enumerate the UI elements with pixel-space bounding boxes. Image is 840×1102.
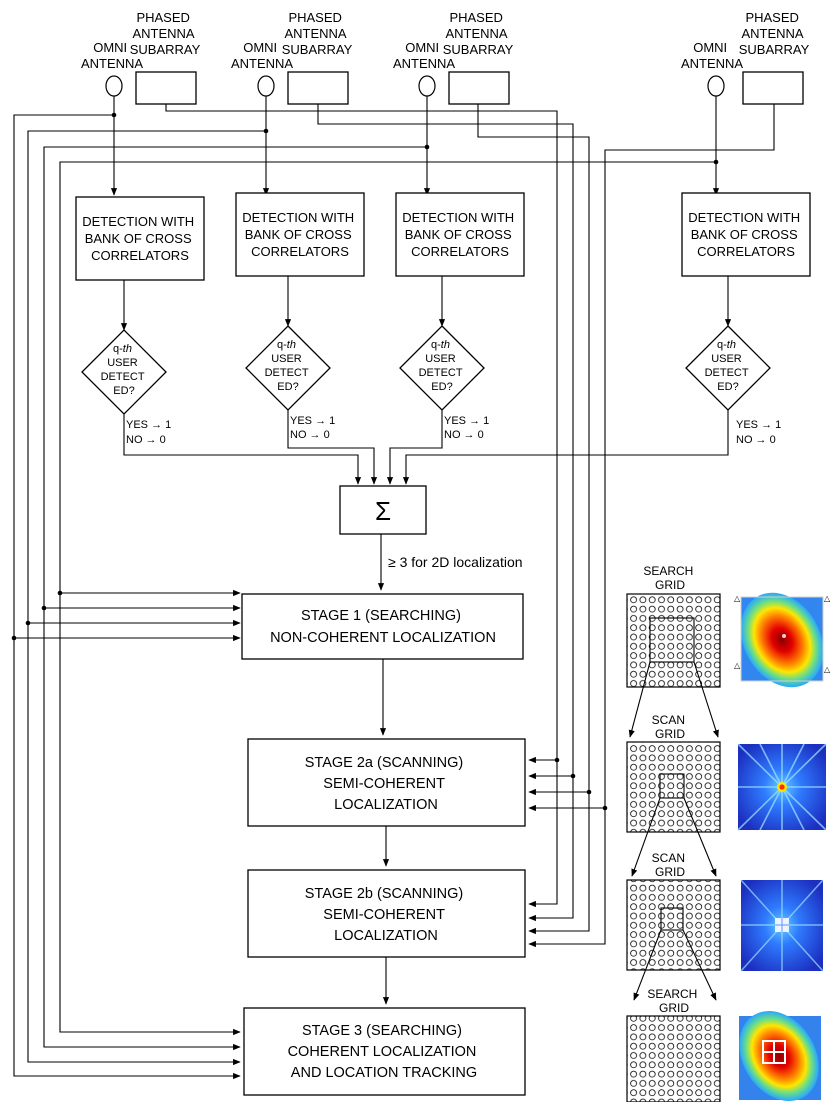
- decision-to-sum-wires: [123, 410, 729, 485]
- stage2b-block: STAGE 2b (SCANNING) SEMI-COHERENT LOCALI…: [247, 869, 526, 958]
- svg-text:DETECTION WITH BANK OF C: DETECTION WITH BANK OF CROSS CORRELATORS: [688, 210, 804, 259]
- stage2a-block: STAGE 2a (SCANNING) SEMI-COHERENT LOCALI…: [247, 738, 526, 827]
- search-grid-icon: [626, 1015, 721, 1102]
- decision-diamond-1: q-th USER DETECT ED?: [81, 329, 167, 415]
- grid-stage1: SEARCH GRID: [626, 564, 721, 738]
- detection-block-3: DETECTION WITH BANK OF CROSS CORRELATORS: [395, 192, 525, 277]
- svg-text:YES → 1: YES → 1: [736, 419, 781, 431]
- grid-stage2a: SCAN GRID: [626, 713, 721, 877]
- svg-text:YES → 1: YES → 1: [126, 419, 171, 431]
- svg-text:STAGE 1 (SEARCHING) NON-: STAGE 1 (SEARCHING) NON-COHERENT LOCALIZ…: [270, 608, 496, 646]
- decision-diamond-2: q-th USER DETECT ED?: [245, 325, 331, 411]
- omni-antenna-label: OMNI ANTENNA: [231, 40, 293, 71]
- stage3-block: STAGE 3 (SEARCHING) COHERENT LOCALIZATIO…: [243, 1007, 526, 1096]
- svg-text:DETECTION WITH BANK OF C: DETECTION WITH BANK OF CROSS CORRELATORS: [242, 210, 358, 259]
- svg-text:SCAN GRID: SCAN GRID: [652, 713, 689, 741]
- omni-antenna-icon: [257, 75, 275, 97]
- svg-text:YES → 1: YES → 1: [444, 415, 489, 427]
- yes-no-labels: YES → 1 NO → 0 YES → 1 NO → 0 YES → 1 NO…: [126, 415, 781, 446]
- svg-text:Σ: Σ: [375, 496, 391, 526]
- search-grid-icon: [626, 593, 721, 688]
- svg-text:STAGE 2b (SCANNING) SEMI: STAGE 2b (SCANNING) SEMI-COHERENT LOCALI…: [305, 886, 467, 944]
- svg-text:△: △: [824, 665, 831, 674]
- phased-antenna-subarray-icon: [135, 71, 197, 105]
- stage3-heatmap: [739, 1011, 821, 1101]
- svg-text:SCAN GRID: SCAN GRID: [652, 851, 689, 879]
- phased-antenna-label: PHASED ANTENNA SUBARRAY: [282, 10, 353, 57]
- omni-antenna-icon: [418, 75, 436, 97]
- svg-text:STAGE 2a (SCANNING) SEMI: STAGE 2a (SCANNING) SEMI-COHERENT LOCALI…: [305, 755, 467, 813]
- phased-bus-wires: [165, 104, 775, 948]
- scan-grid-icon: [626, 879, 721, 971]
- svg-text:DETECTION WITH BANK OF C: DETECTION WITH BANK OF CROSS CORRELATORS: [82, 214, 198, 263]
- antenna-column-3: OMNI ANTENNA PHASED ANTENNA SUBARRAY: [393, 10, 514, 105]
- svg-text:q-th USER DETECT: q-th USER DETECT ED?: [705, 339, 752, 393]
- phased-antenna-label: PHASED ANTENNA SUBARRAY: [443, 10, 514, 57]
- phased-antenna-subarray-icon: [287, 71, 349, 105]
- stage1-block: STAGE 1 (SEARCHING) NON-COHERENT LOCALIZ…: [241, 593, 524, 660]
- threshold-label: ≥ 3 for 2D localization: [388, 554, 523, 570]
- omni-antenna-icon: [707, 75, 725, 97]
- sum-block: Σ: [339, 485, 427, 535]
- svg-text:DETECTION WITH BANK OF C: DETECTION WITH BANK OF CROSS CORRELATORS: [402, 210, 518, 259]
- svg-text:△: △: [734, 594, 741, 603]
- svg-text:△: △: [824, 594, 831, 603]
- svg-text:q-th USER DETECT: q-th USER DETECT ED?: [101, 343, 148, 397]
- svg-text:q-th USER DETECT: q-th USER DETECT ED?: [419, 339, 466, 393]
- phased-antenna-subarray-icon: [742, 71, 804, 105]
- scan-grid-icon: [626, 741, 721, 833]
- phased-antenna-subarray-icon: [448, 71, 510, 105]
- decision-diamond-3: q-th USER DETECT ED?: [399, 325, 485, 411]
- svg-text:△: △: [734, 661, 741, 670]
- svg-text:NO → 0: NO → 0: [444, 429, 484, 441]
- decision-diamond-4: q-th USER DETECT ED?: [685, 325, 771, 411]
- stage1-heatmap: △ △ △ △: [734, 592, 831, 688]
- omni-antenna-label: OMNI ANTENNA: [393, 40, 455, 71]
- grid-stage2b: SCAN GRID: [626, 851, 721, 1001]
- omni-antenna-label: OMNI ANTENNA: [81, 40, 143, 71]
- phased-antenna-label: PHASED ANTENNA SUBARRAY: [130, 10, 201, 57]
- omni-antenna-icon: [105, 75, 123, 97]
- svg-text:NO → 0: NO → 0: [126, 434, 166, 446]
- detection-block-2: DETECTION WITH BANK OF CROSS CORRELATORS: [235, 192, 365, 277]
- svg-text:q-th USER DETECT: q-th USER DETECT ED?: [265, 339, 312, 393]
- antenna-column-4: OMNI ANTENNA PHASED ANTENNA SUBARRAY: [681, 10, 810, 105]
- stage2b-heatmap: [740, 879, 824, 972]
- omni-bus-wires: [11, 96, 720, 1080]
- detection-block-4: DETECTION WITH BANK OF CROSS CORRELATORS: [681, 192, 811, 277]
- stage2a-heatmap: [737, 743, 827, 831]
- phased-antenna-label: PHASED ANTENNA SUBARRAY: [739, 10, 810, 57]
- antenna-column-2: OMNI ANTENNA PHASED ANTENNA SUBARRAY: [231, 10, 353, 105]
- omni-antenna-label: OMNI ANTENNA: [681, 40, 743, 71]
- svg-text:NO → 0: NO → 0: [290, 429, 330, 441]
- antenna-column-1: OMNI ANTENNA PHASED ANTENNA SUBARRAY: [81, 10, 201, 105]
- svg-text:NO → 0: NO → 0: [736, 434, 776, 446]
- detection-block-1: DETECTION WITH BANK OF CROSS CORRELATORS: [75, 196, 205, 281]
- svg-text:SEARCH GRID: SEARCH GRID: [647, 987, 700, 1015]
- svg-text:SEARCH GRID: SEARCH GRID: [643, 564, 696, 592]
- svg-text:YES → 1: YES → 1: [290, 415, 335, 427]
- svg-text:STAGE 3 (SEARCHING) COHE: STAGE 3 (SEARCHING) COHERENT LOCALIZATIO…: [288, 1023, 481, 1081]
- grid-stage3: SEARCH GRID: [626, 987, 721, 1102]
